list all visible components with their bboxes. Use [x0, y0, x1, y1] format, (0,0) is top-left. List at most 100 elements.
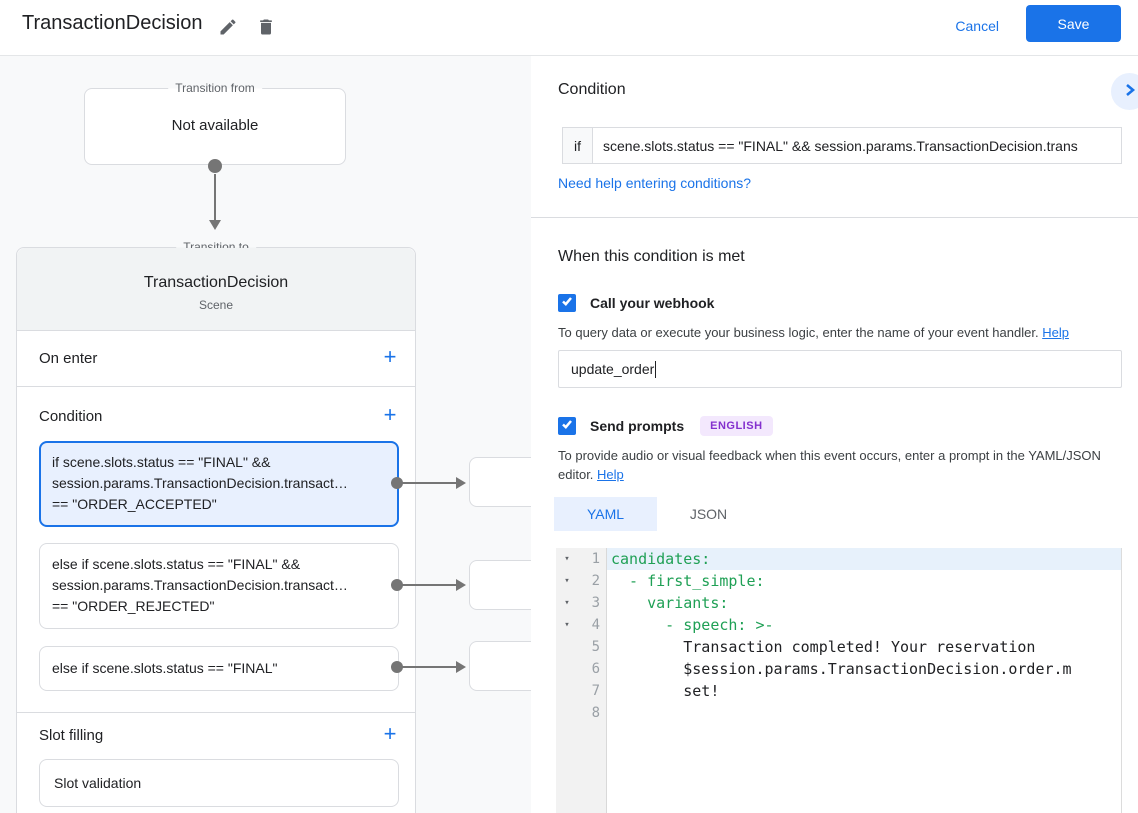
connector-arrow-icon — [209, 220, 221, 230]
transition-to-card: Transition to TransactionDecision Scene … — [16, 240, 416, 813]
chevron-right-icon — [1123, 83, 1137, 100]
connector-line — [401, 666, 457, 668]
language-badge: ENGLISH — [700, 416, 773, 436]
when-condition-heading: When this condition is met — [558, 248, 745, 265]
line-number: 8 — [591, 705, 600, 721]
section-divider — [531, 217, 1138, 218]
check-icon — [561, 417, 573, 435]
prompts-checkbox-row: Send prompts ENGLISH — [558, 416, 773, 436]
conditions-help-link[interactable]: Need help entering conditions? — [558, 175, 752, 191]
top-bar: TransactionDecision Cancel Save — [0, 0, 1138, 56]
code-line: - speech: >- — [611, 616, 774, 634]
line-number: 7 — [591, 683, 600, 699]
line-number: 1 — [591, 551, 600, 567]
code-line: $session.params.TransactionDecision.orde… — [611, 660, 1072, 678]
check-icon — [561, 294, 573, 312]
trash-icon — [256, 17, 276, 40]
add-condition-button[interactable]: + — [377, 402, 403, 428]
save-button[interactable]: Save — [1026, 5, 1121, 42]
code-line: - first_simple: — [611, 572, 765, 590]
transition-target-box[interactable] — [469, 457, 531, 507]
connector-dot — [208, 159, 222, 173]
condition-line: session.params.TransactionDecision.trans… — [52, 577, 348, 593]
transition-target-box[interactable] — [469, 560, 531, 610]
webhook-help-link[interactable]: Help — [1042, 325, 1069, 340]
send-prompts-checkbox[interactable] — [558, 417, 576, 435]
fold-toggle-icon[interactable]: ▾ — [564, 576, 570, 586]
delete-scene-button[interactable] — [250, 12, 282, 44]
condition-item-final[interactable]: else if scene.slots.status == "FINAL" — [39, 646, 399, 691]
add-slot-button[interactable]: + — [377, 721, 403, 747]
code-line: variants: — [611, 594, 729, 612]
condition-line: session.params.TransactionDecision.trans… — [52, 475, 348, 491]
editor-gutter: ▾1 ▾2 ▾3 ▾4 5 6 7 8 — [556, 548, 607, 813]
transition-from-legend: Transition from — [168, 81, 262, 95]
condition-item-rejected[interactable]: else if scene.slots.status == "FINAL" &&… — [39, 543, 399, 629]
transition-from-content: Not available — [171, 117, 259, 134]
code-line: set! — [611, 682, 720, 700]
code-line: candidates: — [607, 548, 1121, 570]
fold-toggle-icon[interactable]: ▾ — [564, 554, 570, 564]
condition-line: else if scene.slots.status == "FINAL" && — [52, 556, 301, 572]
send-prompts-label: Send prompts — [590, 418, 685, 434]
prompts-help-link[interactable]: Help — [597, 467, 624, 482]
call-webhook-label: Call your webhook — [590, 295, 715, 311]
condition-detail-panel: Condition if scene.slots.status == "FINA… — [531, 56, 1138, 813]
connector-line — [401, 482, 457, 484]
tab-yaml[interactable]: YAML — [554, 497, 657, 531]
connector-arrow-icon — [456, 477, 466, 489]
connector-dot — [391, 579, 403, 591]
collapse-panel-button[interactable] — [1111, 73, 1138, 110]
plus-icon: + — [383, 402, 397, 427]
transition-from-box: Transition from Not available — [84, 81, 346, 165]
condition-line: == "ORDER_ACCEPTED" — [52, 496, 217, 512]
editor-tabs: YAML JSON — [554, 497, 760, 531]
fold-toggle-icon[interactable]: ▾ — [564, 598, 570, 608]
connector-arrow-icon — [456, 579, 466, 591]
event-handler-input[interactable]: update_order — [558, 350, 1122, 388]
connector-arrow-icon — [456, 661, 466, 673]
scene-card-header[interactable]: TransactionDecision Scene — [17, 248, 415, 331]
if-prefix-label: if — [562, 127, 592, 164]
code-line: Transaction completed! Your reservation — [611, 638, 1036, 656]
scene-card-title: TransactionDecision — [143, 274, 289, 291]
add-on-enter-button[interactable]: + — [377, 344, 403, 370]
connector-dot — [391, 477, 403, 489]
slot-validation-label: Slot validation — [54, 775, 142, 791]
prompts-description-text: To provide audio or visual feedback when… — [558, 448, 1101, 482]
connector-line — [401, 584, 457, 586]
condition-item-accepted[interactable]: if scene.slots.status == "FINAL" && sess… — [39, 441, 399, 527]
line-number: 5 — [591, 639, 600, 655]
scene-diagram-panel: Transition from Not available Transition… — [0, 56, 531, 813]
tab-json[interactable]: JSON — [657, 497, 760, 531]
condition-expression-input[interactable]: scene.slots.status == "FINAL" && session… — [592, 127, 1122, 164]
edit-scene-button[interactable] — [212, 12, 244, 44]
call-webhook-checkbox[interactable] — [558, 294, 576, 312]
cancel-button[interactable]: Cancel — [943, 10, 1011, 42]
editor-code-area[interactable]: candidates: - first_simple: variants: - … — [607, 548, 1121, 813]
line-number: 2 — [591, 573, 600, 589]
slot-validation-item[interactable]: Slot validation — [39, 759, 399, 807]
condition-line: == "ORDER_REJECTED" — [52, 598, 215, 614]
plus-icon: + — [383, 344, 397, 369]
webhook-description: To query data or execute your business l… — [558, 323, 1069, 342]
condition-line: else if scene.slots.status == "FINAL" — [52, 660, 278, 676]
pencil-icon — [218, 17, 238, 40]
row-divider — [17, 386, 415, 387]
slot-filling-label: Slot filling — [39, 727, 104, 744]
condition-heading: Condition — [558, 81, 626, 98]
webhook-checkbox-row: Call your webhook — [558, 294, 714, 312]
prompts-description: To provide audio or visual feedback when… — [558, 446, 1114, 484]
code-line — [607, 702, 1121, 724]
text-cursor — [655, 360, 657, 378]
webhook-description-text: To query data or execute your business l… — [558, 325, 1039, 340]
transition-target-box[interactable] — [469, 641, 531, 691]
condition-expression-row: if scene.slots.status == "FINAL" && sess… — [562, 127, 1122, 164]
on-enter-label: On enter — [39, 350, 98, 367]
condition-section-label: Condition — [39, 408, 103, 425]
line-number: 3 — [591, 595, 600, 611]
row-divider — [17, 712, 415, 713]
fold-toggle-icon[interactable]: ▾ — [564, 620, 570, 630]
yaml-editor[interactable]: ▾1 ▾2 ▾3 ▾4 5 6 7 8 candidates: - first_… — [556, 548, 1122, 813]
connector-line — [214, 174, 216, 222]
